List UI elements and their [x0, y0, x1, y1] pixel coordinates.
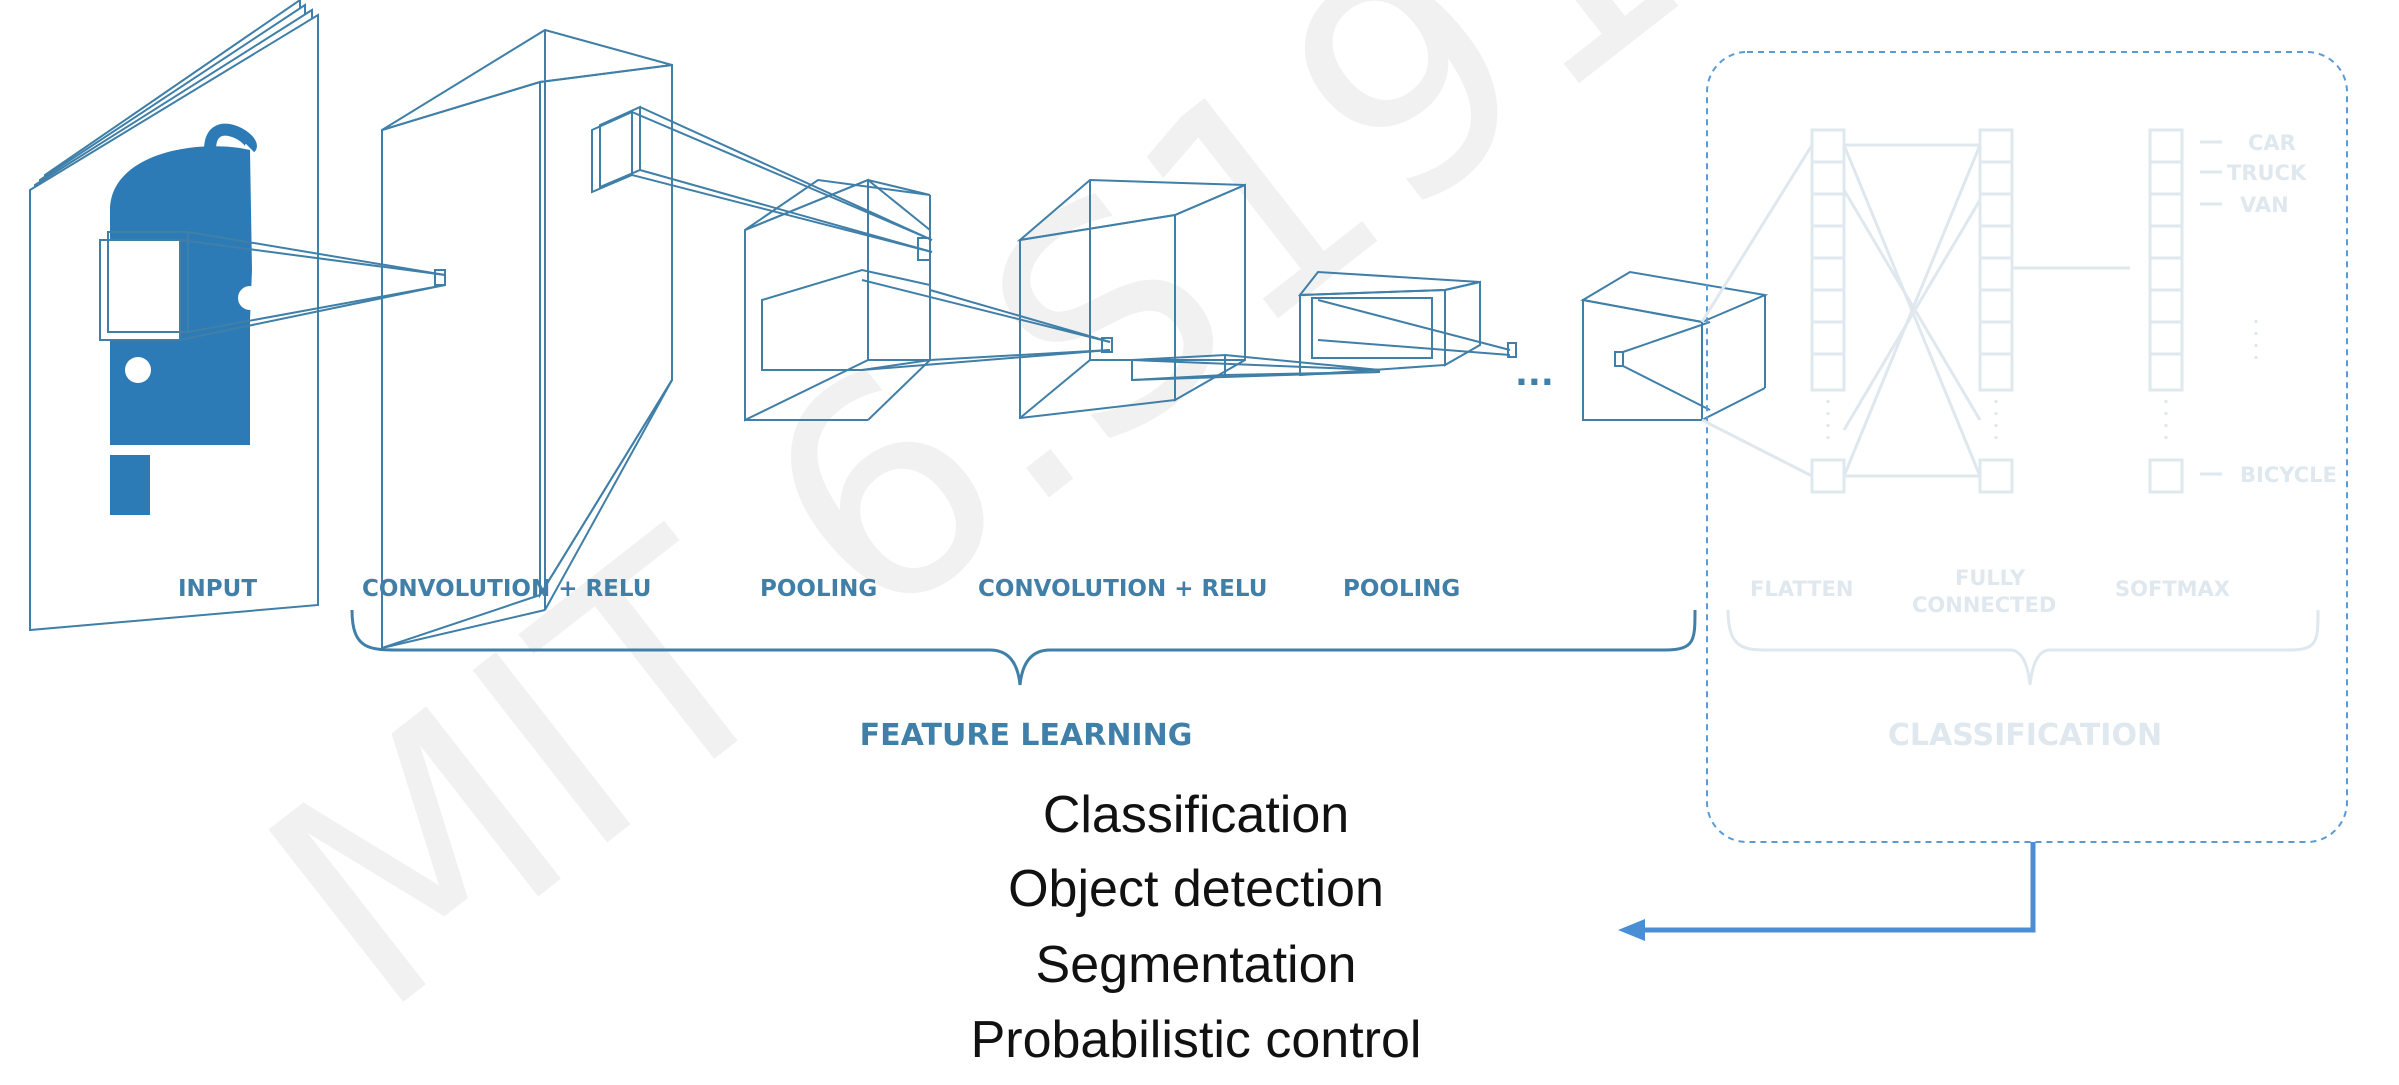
conv1-volume — [381, 28, 673, 650]
class-label-truck: TRUCK — [2227, 161, 2307, 185]
stage-label-conv1: CONVOLUTION + RELU — [362, 576, 651, 602]
pool2-volume — [1297, 270, 1517, 377]
input-receptive-field — [99, 231, 446, 341]
feature-learning-brace — [350, 609, 1697, 686]
class-label-bicycle: BICYCLE — [2240, 463, 2337, 487]
task-segmentation: Segmentation — [1036, 936, 1357, 994]
conv1-receptive-field — [591, 105, 933, 261]
class-labels: CAR TRUCK VAN BICYCLE — [2227, 131, 2337, 487]
class-label-car: CAR — [2248, 131, 2296, 155]
classification-brace — [1726, 609, 2320, 686]
stage-label-connected: CONNECTED — [1912, 593, 2056, 617]
group-label-feature-learning: FEATURE LEARNING — [860, 718, 1193, 753]
classification-box — [1706, 51, 2348, 843]
stage-label-input: INPUT — [178, 576, 257, 602]
stage-label-conv2: CONVOLUTION + RELU — [978, 576, 1267, 602]
group-label-classification: CLASSIFICATION — [1888, 718, 2162, 753]
output-arrow — [1618, 842, 2036, 941]
conv2-volume — [1016, 178, 1246, 420]
task-probabilistic-control: Probabilistic control — [971, 1011, 1422, 1069]
class-label-van: VAN — [2240, 193, 2289, 217]
stage-label-softmax: SOFTMAX — [2115, 577, 2230, 601]
last-feature-volume — [1580, 270, 1769, 421]
classification-network — [1700, 128, 2258, 494]
watermark: MIT 6.S191 — [209, 0, 1744, 1076]
task-classification: Classification — [1043, 786, 1349, 844]
ellipsis-label: ... — [1515, 354, 1554, 394]
stage-label-fully: FULLY — [1955, 566, 2026, 590]
task-object-detection: Object detection — [1008, 860, 1384, 918]
stage-label-pool2: POOLING — [1343, 576, 1460, 602]
stage-label-flatten: FLATTEN — [1750, 577, 1853, 601]
stage-label-pool1: POOLING — [760, 576, 877, 602]
